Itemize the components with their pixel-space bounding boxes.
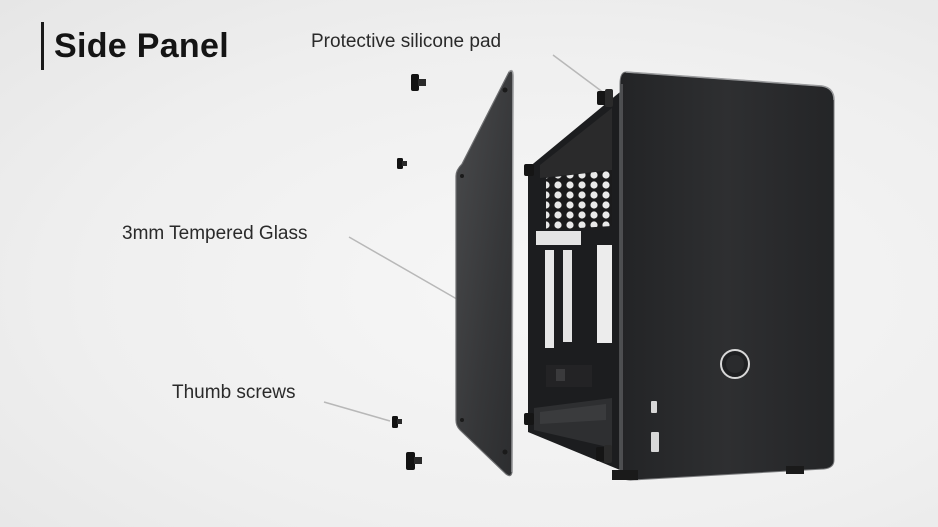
- leader-line-thumb-screws: [323, 401, 391, 422]
- case-body: [612, 71, 835, 481]
- front-io-ports: [651, 401, 659, 452]
- callout-thumb-screws: Thumb screws: [172, 382, 296, 403]
- leader-line-silicone-pad: [552, 54, 605, 94]
- title-accent-bar: [41, 22, 44, 70]
- thumb-screw-icon: [392, 74, 426, 470]
- silicone-pad-icon: [524, 89, 613, 463]
- callout-tempered-glass: 3mm Tempered Glass: [122, 223, 308, 244]
- leader-line-glass: [348, 236, 463, 303]
- case-interior: [528, 92, 620, 470]
- power-button: [720, 349, 750, 379]
- tempered-glass-panel: [455, 69, 514, 477]
- title-block: Side Panel: [41, 22, 229, 70]
- callout-silicone-pad: Protective silicone pad: [311, 31, 502, 52]
- page-title: Side Panel: [54, 26, 229, 65]
